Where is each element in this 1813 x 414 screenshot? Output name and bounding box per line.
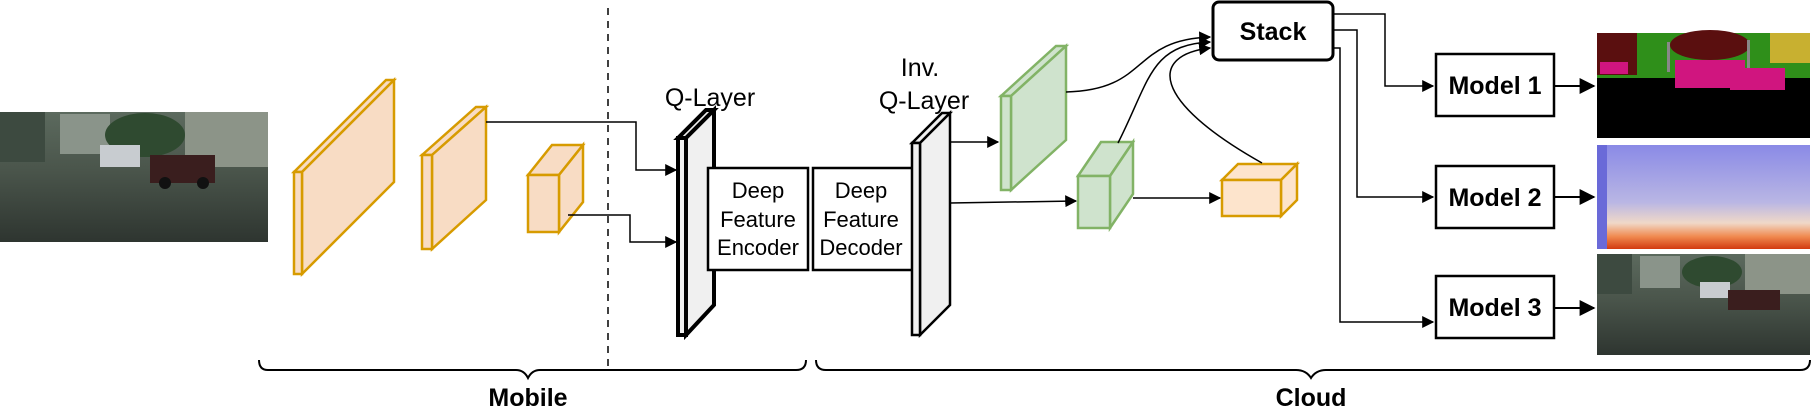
mobile-brace: [258, 359, 807, 381]
decoder-label-1: Deep: [835, 178, 888, 203]
decoder-label-2: Feature: [823, 207, 899, 232]
model1-label: Model 1: [1448, 72, 1541, 100]
inv-q-layer-slab: [908, 109, 954, 339]
model1-box: [1434, 52, 1556, 118]
recon-feature-map-3: [1218, 160, 1301, 220]
connector-orange-stack: [1169, 43, 1263, 164]
feature-map-3: [525, 141, 586, 236]
q-layer-slab: [673, 105, 719, 341]
encoder-label-2: Feature: [720, 207, 796, 232]
stack-box: [1211, 0, 1335, 62]
encoder-label-3: Encoder: [717, 235, 799, 260]
decoder-label-3: Decoder: [819, 235, 902, 260]
connector-green2-stack: [1117, 36, 1212, 144]
recon-feature-map-2: [1075, 137, 1136, 233]
inv-q-layer-label-1: Inv.: [901, 54, 939, 82]
q-layer-label: Q-Layer: [665, 84, 755, 112]
connector-stack-model1: [1333, 13, 1435, 92]
inv-q-layer-label-2: Q-Layer: [879, 87, 969, 115]
input-image: [0, 112, 268, 242]
reconstructed-image-output: [1597, 254, 1810, 355]
model3-box: [1434, 274, 1556, 340]
segmentation-output: [1597, 30, 1810, 138]
connector-green1-stack: [1065, 31, 1212, 93]
stack-label: Stack: [1240, 18, 1307, 46]
feature-map-2: [418, 104, 490, 252]
connector-invq-green2: [949, 195, 1078, 208]
mobile-label: Mobile: [488, 384, 567, 412]
encoder-box: [706, 166, 810, 272]
model2-label: Model 2: [1448, 184, 1541, 212]
cloud-label: Cloud: [1276, 384, 1347, 412]
encoder-label-1: Deep: [732, 178, 785, 203]
connector-fm3-qlayer: [568, 214, 678, 248]
connector-stack-model2: [1333, 29, 1435, 203]
feature-map-1: [290, 76, 398, 278]
cloud-brace: [815, 359, 1811, 380]
model3-label: Model 3: [1448, 294, 1541, 322]
recon-feature-map-1: [997, 43, 1070, 193]
depth-output: [1597, 145, 1810, 249]
connector-stack-model3: [1333, 47, 1435, 328]
connector-fm2-qlayer: [486, 121, 678, 176]
